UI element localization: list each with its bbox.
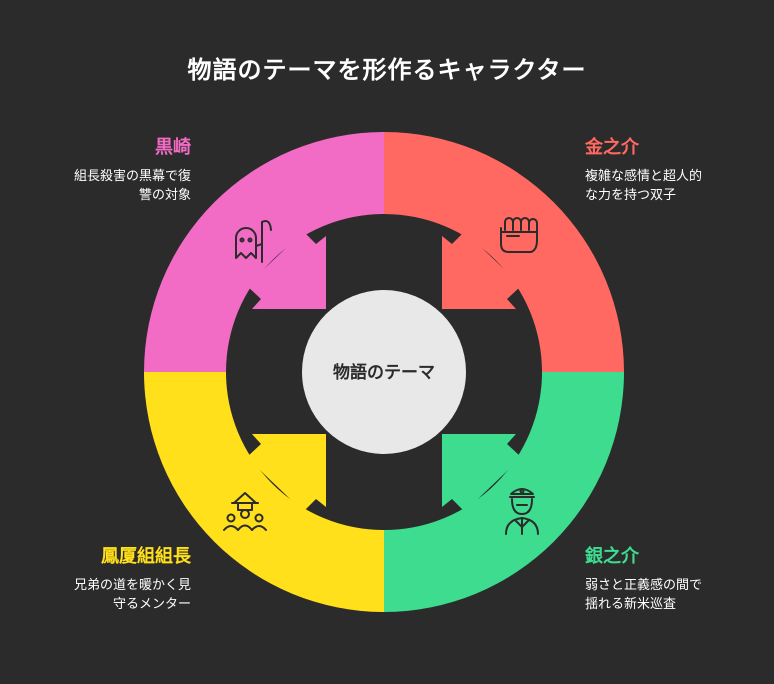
ring-segment-kumicho — [144, 372, 384, 612]
arrow-ginnosuke — [442, 434, 521, 512]
ring-segment-ginnosuke — [384, 372, 624, 612]
arrow-kumicho — [247, 434, 326, 512]
leader-group-icon — [223, 492, 267, 531]
ring-segment-kurosaki — [144, 132, 384, 372]
character-description-kumicho: 兄弟の道を暖かく見 守るメンター — [73, 578, 191, 612]
police-officer-icon — [505, 488, 539, 535]
diagram-title: 物語のテーマを形作るキャラクター — [187, 56, 587, 84]
character-name-ginnosuke: 銀之介 — [585, 546, 639, 567]
character-description-ginnosuke: 弱さと正義感の間で 揺れる新米巡査 — [585, 578, 703, 612]
center-label: 物語のテーマ — [333, 363, 435, 383]
character-name-kurosaki: 黒崎 — [155, 137, 191, 158]
fist-icon — [500, 217, 538, 253]
center-circle — [302, 290, 466, 454]
ghost-scythe-icon — [235, 220, 272, 263]
character-name-kinnosuke: 金之介 — [585, 137, 639, 158]
arrow-kinnosuke — [442, 231, 521, 309]
character-description-kurosaki: 組長殺害の黒幕で復 讐の対象 — [73, 169, 191, 203]
character-description-kinnosuke: 複雑な感情と超人的 な力を持つ双子 — [585, 169, 703, 203]
character-name-kumicho: 鳳厦組組長 — [101, 546, 191, 567]
arrow-kurosaki — [247, 231, 326, 309]
